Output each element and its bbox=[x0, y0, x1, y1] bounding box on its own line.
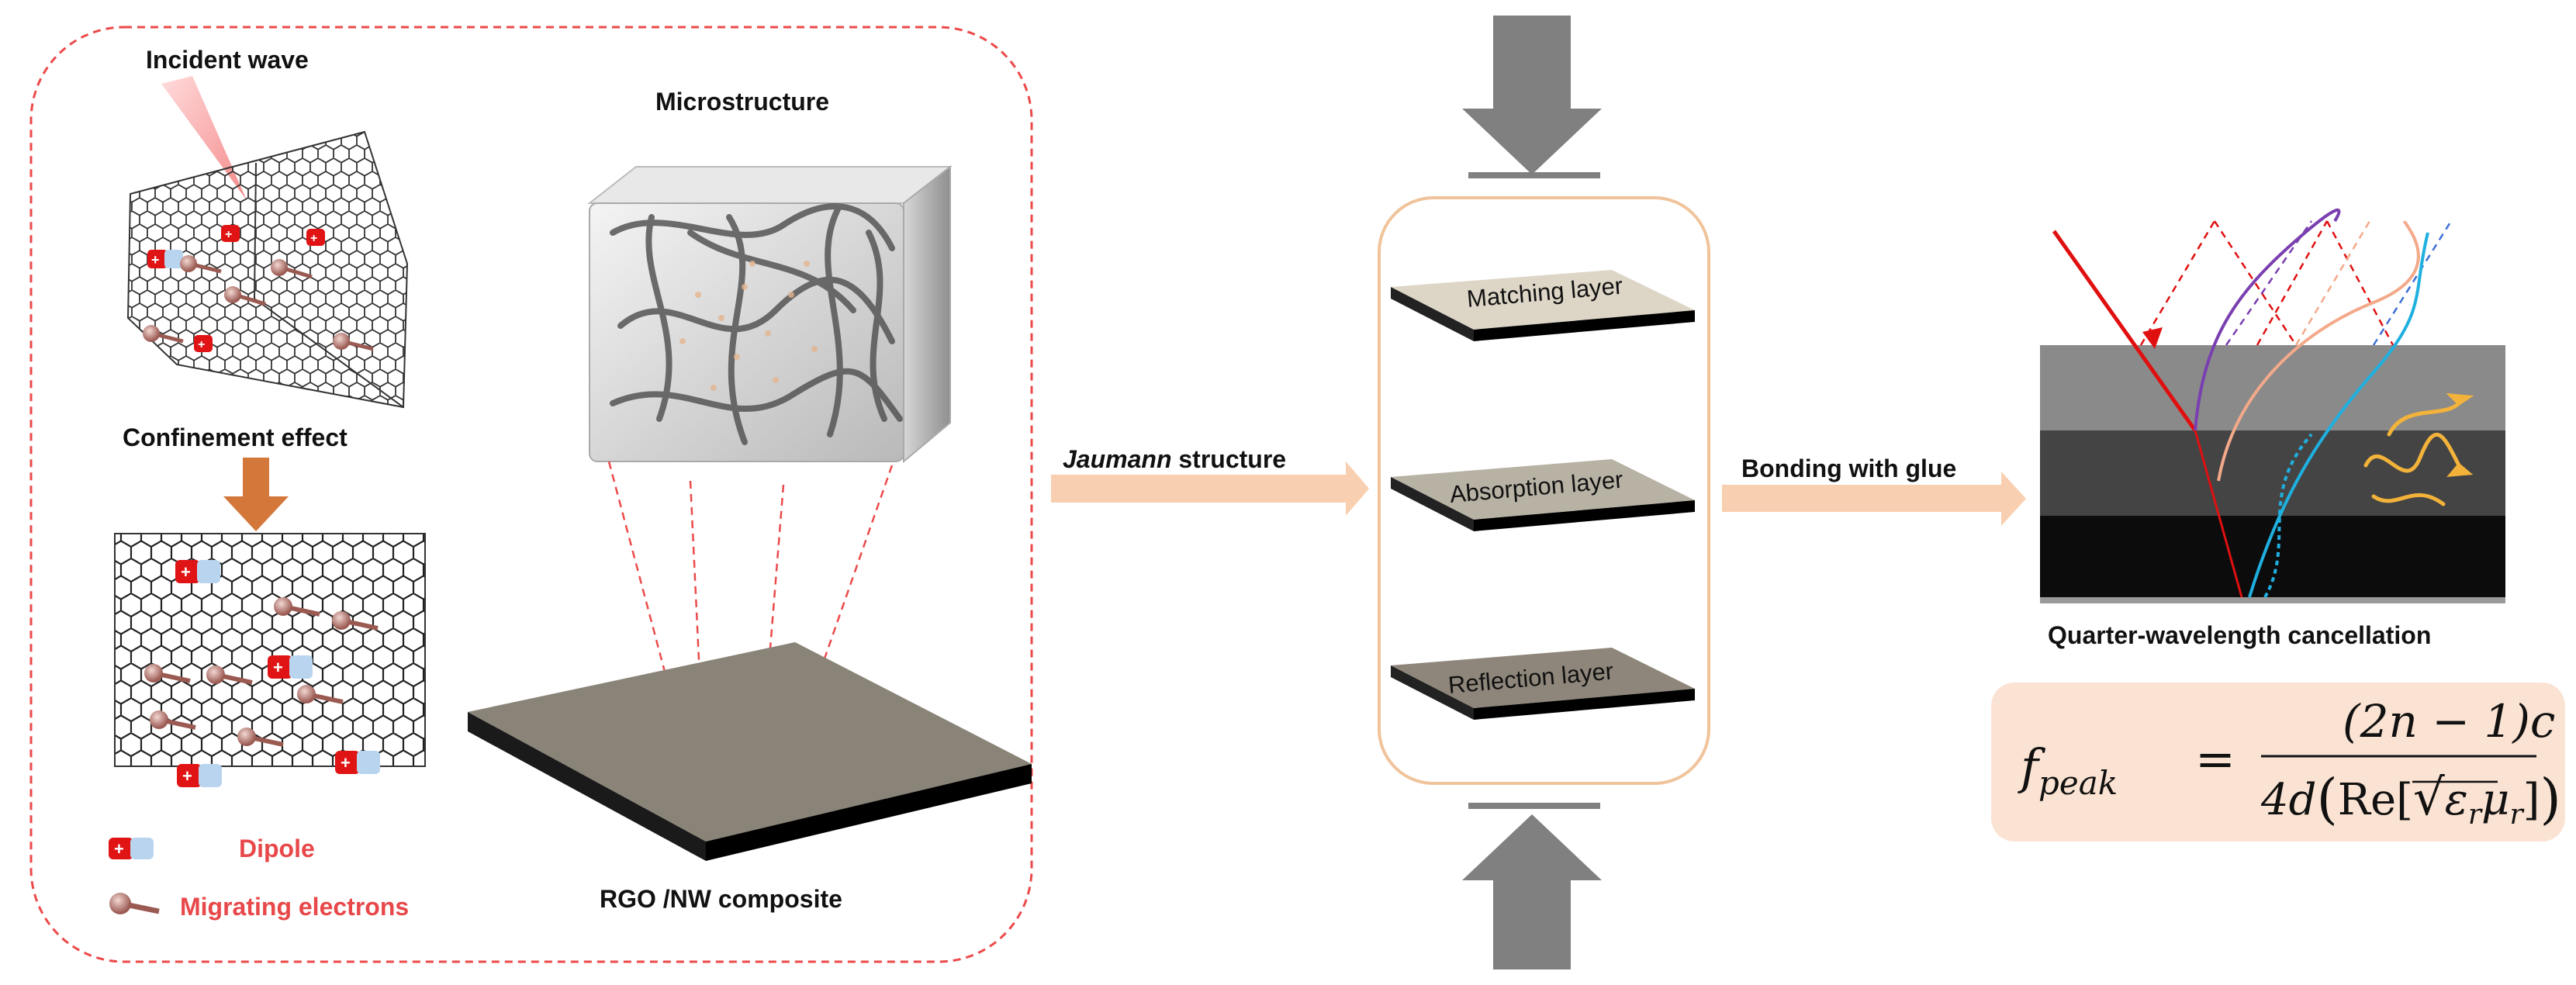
incident-ray bbox=[2052, 230, 2243, 598]
svg-text:+: + bbox=[181, 562, 191, 582]
rgo-nw-composite-slab bbox=[468, 642, 1032, 861]
svg-text:+: + bbox=[151, 252, 160, 268]
scattering-arrows bbox=[2363, 392, 2474, 506]
svg-text:+: + bbox=[310, 232, 317, 245]
svg-text:+: + bbox=[341, 753, 351, 772]
press-plate-bottom bbox=[1468, 803, 1600, 809]
formula-box bbox=[1991, 683, 2565, 842]
bonding-label: Bonding with glue bbox=[1741, 454, 1956, 482]
composite-label: RGO /NW composite bbox=[600, 885, 842, 913]
svg-text:(2n − 1)c: (2n − 1)c bbox=[2343, 695, 2555, 748]
press-arrow-top bbox=[1462, 16, 1602, 175]
dipoles-top: + + + + bbox=[147, 225, 325, 352]
absorption-layer bbox=[1391, 459, 1695, 531]
graphene-sheet-flat bbox=[114, 533, 426, 767]
reflection-layer bbox=[1391, 648, 1695, 720]
microstructure-cube bbox=[587, 164, 953, 464]
bonding-arrow bbox=[1722, 472, 2026, 526]
reflected-rays bbox=[2139, 220, 2453, 346]
svg-text:=: = bbox=[2195, 731, 2235, 787]
graphene-sheet-top bbox=[126, 130, 409, 409]
svg-text:+: + bbox=[273, 658, 283, 677]
jaumann-structure-label: Jaumann structure bbox=[1063, 445, 1286, 473]
left-panel-border bbox=[29, 26, 1033, 963]
jaumann-arrow bbox=[1051, 461, 1369, 516]
quarter-wavelength-caption: Quarter-wavelength cancellation bbox=[2048, 621, 2431, 649]
legend-dipole-icon: + bbox=[109, 838, 154, 859]
svg-text:+: + bbox=[182, 766, 192, 786]
legend-migrating-electrons-label: Migrating electrons bbox=[180, 893, 409, 921]
microstructure-label: Microstructure bbox=[655, 88, 829, 116]
press-arrow-bottom bbox=[1462, 814, 1602, 969]
stack-panel-border bbox=[1378, 196, 1710, 785]
svg-text:fpeak: fpeak bbox=[2018, 738, 2118, 802]
legend-dipole-label: Dipole bbox=[239, 835, 315, 862]
svg-text:+: + bbox=[114, 839, 124, 859]
wave-curves bbox=[2194, 208, 2429, 598]
svg-text:+: + bbox=[225, 228, 232, 241]
legend-electron-icon bbox=[109, 893, 160, 914]
svg-text:+: + bbox=[198, 338, 205, 351]
matching-layer bbox=[1391, 270, 1695, 341]
electrons-flat bbox=[144, 597, 379, 747]
formula: fpeak = (2n − 1)c 4d(Re[√εrμr]) bbox=[2018, 695, 2561, 831]
absorber-layers bbox=[2040, 345, 2505, 603]
press-plate-top bbox=[1468, 172, 1600, 178]
incident-wave-label: Incident wave bbox=[146, 46, 309, 74]
svg-text:4d(Re[√εrμr]): 4d(Re[√εrμr]) bbox=[2260, 767, 2561, 831]
confinement-down-arrow bbox=[223, 458, 289, 531]
confinement-effect-label: Confinement effect bbox=[123, 423, 348, 451]
dipoles-flat: + + + + bbox=[175, 560, 380, 787]
electrons-top bbox=[143, 255, 374, 351]
